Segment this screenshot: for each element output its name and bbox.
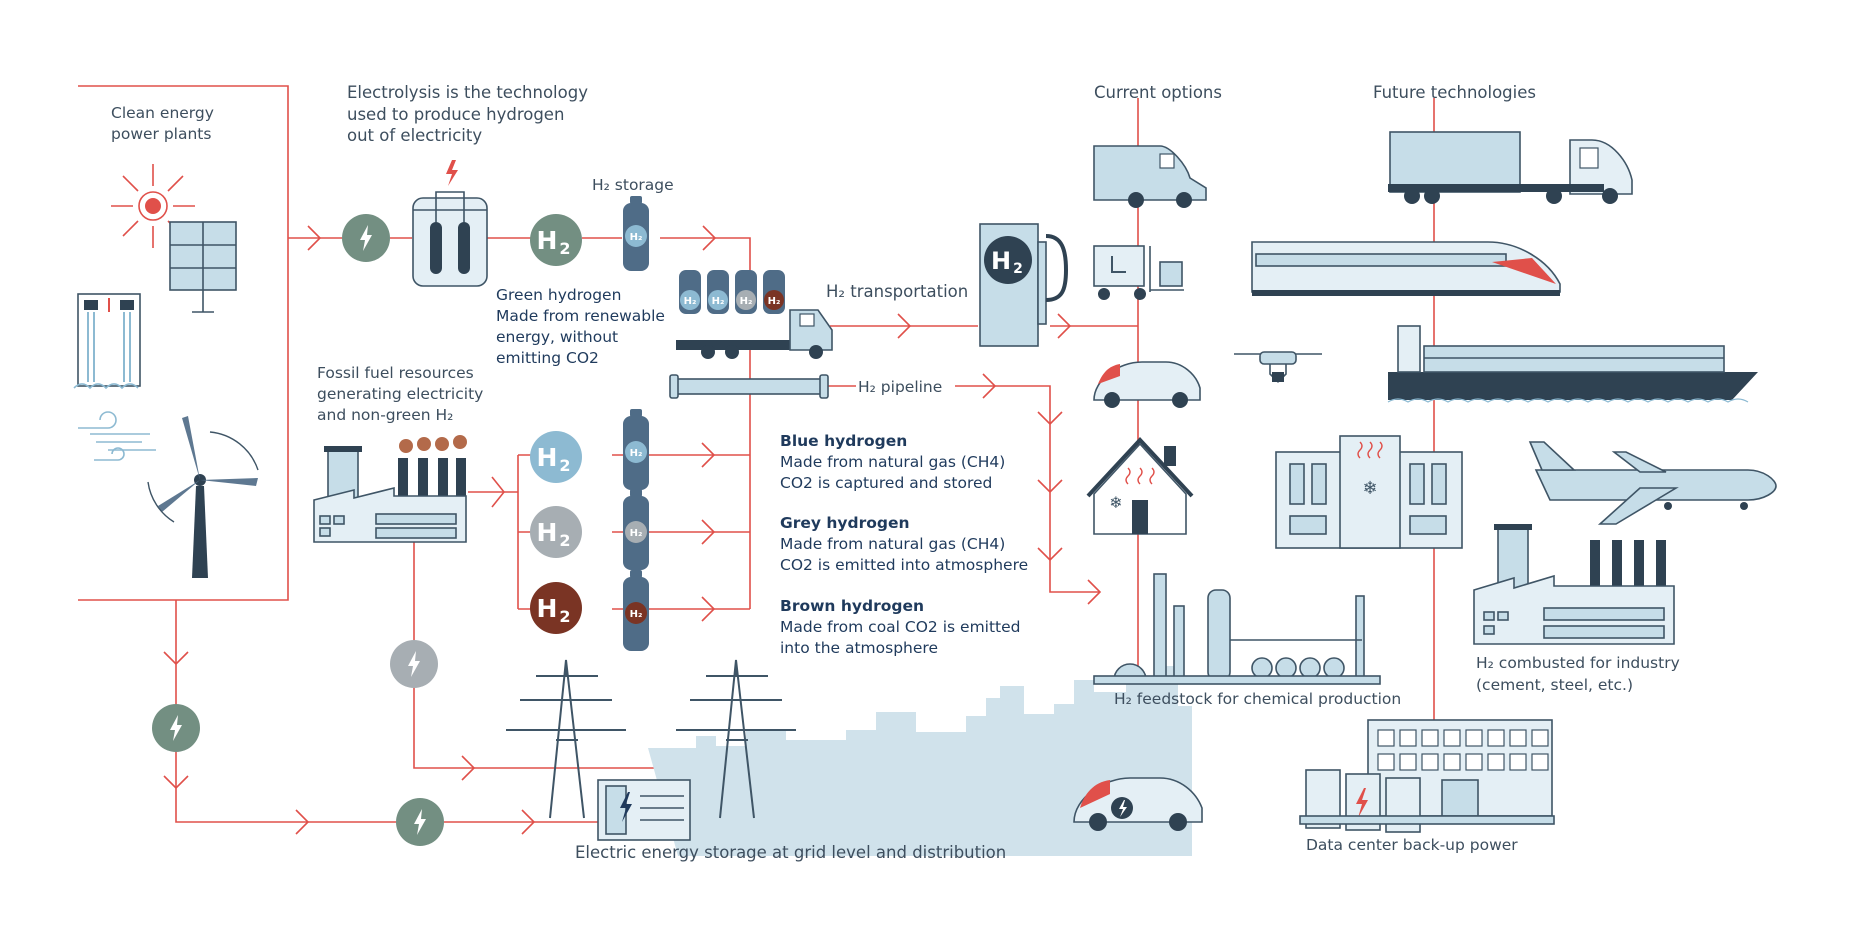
green-hydrogen-label: Green hydrogen Made from renewable energ…	[496, 286, 670, 367]
svg-text:H₂: H₂	[684, 296, 697, 307]
svg-text:H₂: H₂	[630, 609, 643, 620]
svg-text:H: H	[537, 518, 558, 547]
industry-icon	[1473, 524, 1675, 645]
h2-pump-icon: H 2	[979, 223, 1069, 347]
lightning-icon-grid	[396, 798, 444, 846]
grid-storage-label: Electric energy storage at grid level an…	[575, 843, 1006, 862]
data-center-label: Data center back-up power	[1306, 836, 1518, 854]
wind-icon	[78, 411, 156, 461]
green-h2-icon: H 2	[530, 214, 582, 266]
h2-tank-icon-blue: H₂	[623, 409, 649, 490]
current-options-label: Current options	[1094, 83, 1222, 102]
van-icon	[1093, 145, 1207, 208]
grey-hydrogen-label: Grey hydrogen Made from natural gas (CH4…	[780, 513, 1028, 574]
pipeline-icon	[669, 374, 829, 399]
solar-panel-icon	[169, 221, 237, 313]
svg-text:2: 2	[1013, 261, 1023, 277]
svg-text:2: 2	[559, 239, 570, 258]
electrolyzer-icon	[412, 160, 488, 287]
car-icon	[1093, 361, 1201, 408]
train-icon	[1251, 241, 1561, 296]
h2-storage-label: H₂ storage	[592, 176, 674, 194]
fossil-fuel-label: Fossil fuel resources generating electri…	[317, 364, 488, 424]
semi-truck-icon	[1388, 131, 1633, 204]
grey-h2-icon: H 2	[530, 506, 582, 558]
city-skyline-icon	[648, 666, 1192, 856]
h2-tank-icon-grey: H₂	[623, 489, 649, 570]
factory-icon	[313, 435, 467, 543]
blue-h2-icon: H 2	[530, 431, 582, 483]
svg-text:2: 2	[559, 531, 570, 550]
h2-transportation-label: H₂ transportation	[826, 282, 968, 301]
battery-storage-icon	[597, 779, 691, 841]
flow-lines	[78, 85, 1435, 825]
building-icon: ❄	[1275, 435, 1463, 549]
svg-text:H: H	[991, 247, 1011, 275]
drone-icon	[1234, 351, 1322, 383]
hydro-dam-icon	[73, 293, 141, 390]
clean-energy-label: Clean energy power plants	[111, 104, 219, 143]
combusted-label: H₂ combusted for industry (cement, steel…	[1476, 654, 1685, 694]
svg-text:H₂: H₂	[768, 296, 781, 307]
power-pylon-icon	[506, 659, 796, 819]
sun-icon	[111, 164, 195, 248]
svg-text:H₂: H₂	[712, 296, 725, 307]
svg-text:❄: ❄	[1362, 478, 1377, 499]
svg-text:❄: ❄	[1109, 493, 1122, 512]
blue-hydrogen-label: Blue hydrogen Made from natural gas (CH4…	[780, 431, 1010, 492]
house-icon: ❄	[1086, 437, 1194, 535]
svg-text:H₂: H₂	[740, 296, 753, 307]
h2-tank-icon-brown: H₂	[623, 570, 649, 651]
brown-hydrogen-label: Brown hydrogen Made from coal CO2 is emi…	[780, 596, 1026, 657]
svg-text:2: 2	[559, 607, 570, 626]
lightning-icon-clean-down	[152, 704, 200, 752]
electrolysis-label: Electrolysis is the technology used to p…	[347, 83, 593, 145]
ship-icon	[1387, 325, 1758, 403]
h2-tank-icon: H₂	[623, 196, 649, 271]
svg-text:H: H	[537, 594, 558, 623]
future-technologies-label: Future technologies	[1373, 83, 1536, 102]
svg-text:H: H	[537, 443, 558, 472]
feedstock-label: H₂ feedstock for chemical production	[1114, 690, 1401, 708]
tanker-truck-icon: H₂ H₂ H₂ H₂	[676, 270, 833, 359]
brown-h2-icon: H 2	[530, 582, 582, 634]
lightning-icon-clean	[342, 214, 390, 262]
svg-text:H₂: H₂	[630, 448, 643, 459]
data-center-icon	[1299, 719, 1555, 833]
h2-pipeline-label: H₂ pipeline	[858, 378, 942, 396]
lightning-icon-fossil	[390, 640, 438, 688]
airplane-icon	[1528, 441, 1777, 525]
wind-turbine-icon	[147, 416, 259, 578]
svg-text:2: 2	[559, 456, 570, 475]
svg-text:H₂: H₂	[630, 528, 643, 539]
electric-car-icon	[1073, 777, 1203, 831]
chemical-plant-icon	[1093, 573, 1381, 685]
svg-text:H: H	[537, 226, 558, 255]
svg-text:H₂: H₂	[630, 232, 643, 243]
forklift-icon	[1093, 245, 1184, 300]
